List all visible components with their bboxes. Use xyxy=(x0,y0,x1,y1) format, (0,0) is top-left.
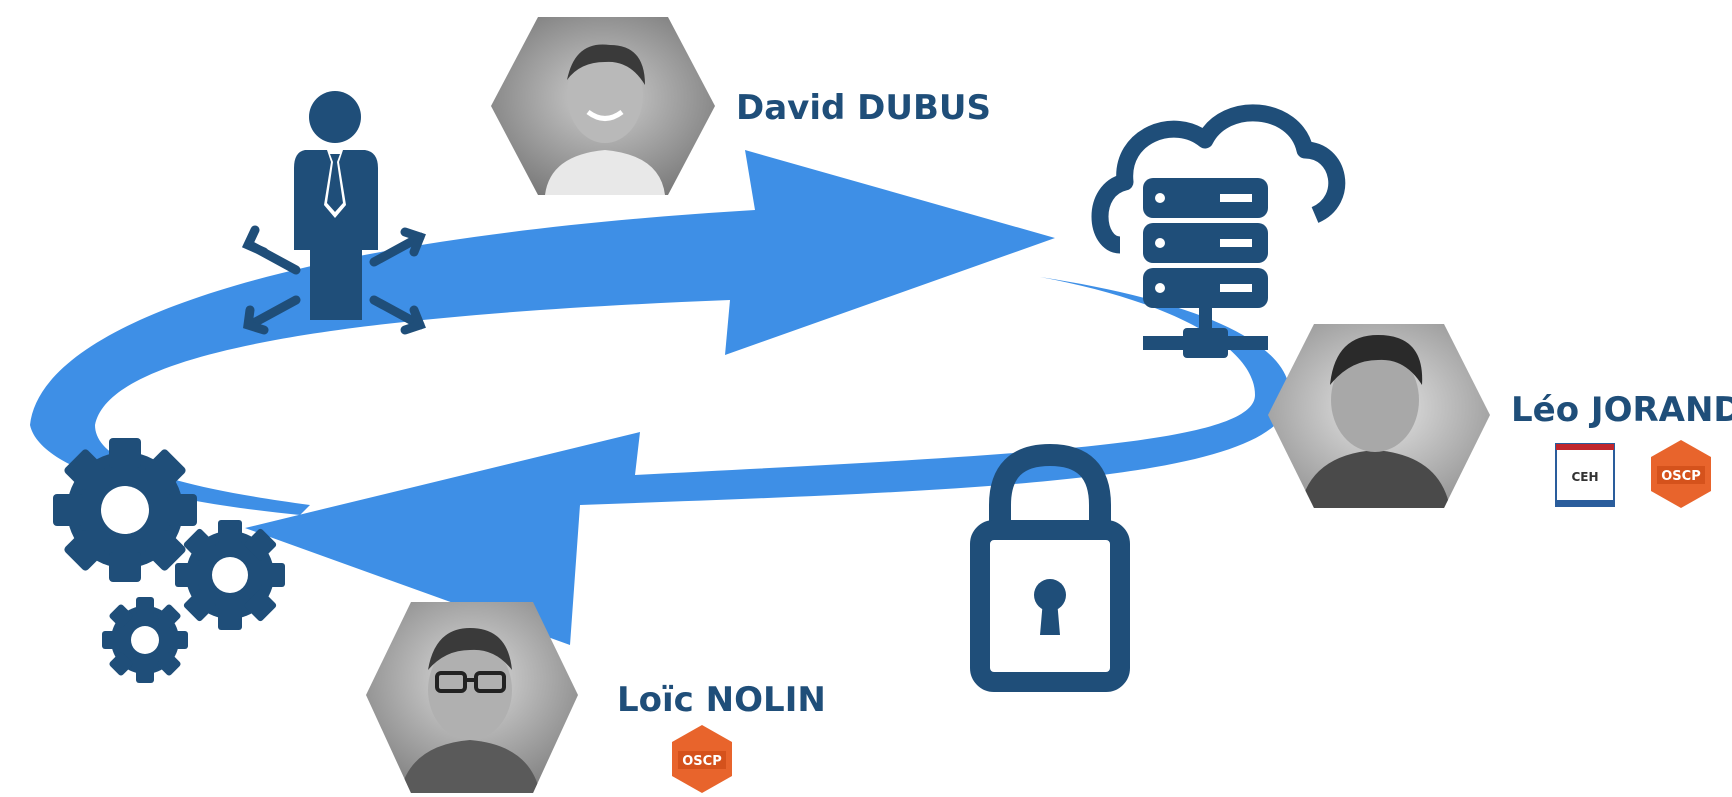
portrait-david xyxy=(491,17,715,195)
person-name-loic: Loïc NOLIN xyxy=(617,680,826,720)
person-name-leo: Léo JORAND xyxy=(1511,390,1732,430)
portrait-loic xyxy=(366,602,578,793)
gear-small-icon xyxy=(102,597,188,683)
oscp-certification-badge-loic: OSCP xyxy=(672,725,732,793)
oscp-badge-label-leo: OSCP xyxy=(1661,469,1700,484)
padlock-icon xyxy=(970,443,1130,692)
oscp-certification-badge-leo: OSCP xyxy=(1651,440,1711,508)
gear-large-icon xyxy=(53,438,197,582)
oscp-badge-label-loic: OSCP xyxy=(682,754,721,769)
ceh-badge-label: CEH xyxy=(1571,470,1598,484)
person-name-david: David DUBUS xyxy=(736,88,991,128)
gears-icon xyxy=(53,438,285,683)
cycle-arrow-bottom xyxy=(245,277,1290,645)
cycle-arrows xyxy=(30,150,1290,645)
business-person-icon xyxy=(241,91,426,335)
gear-medium-icon xyxy=(175,520,285,630)
cycle-arrow-top xyxy=(30,150,1055,425)
portrait-leo xyxy=(1268,324,1490,508)
ceh-certification-badge: CEH xyxy=(1555,443,1615,507)
cycle-arrow-left-tail xyxy=(30,425,310,515)
cloud-server-icon xyxy=(1091,104,1346,358)
